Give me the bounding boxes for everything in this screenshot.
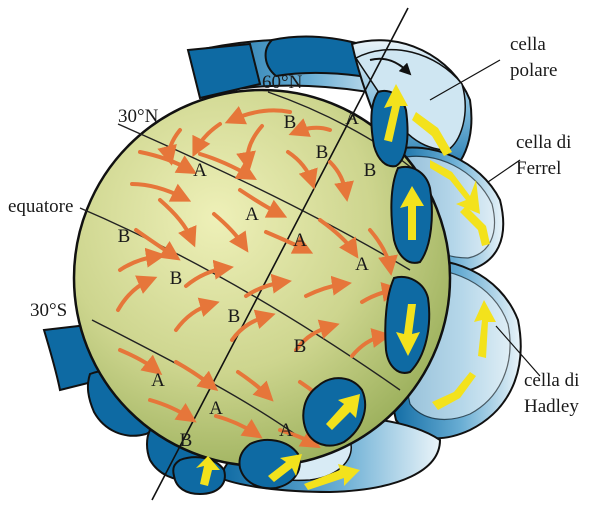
pressure-mark: B	[228, 306, 241, 327]
pressure-mark: B	[118, 226, 131, 247]
latitude-label-60n: 60°N	[262, 72, 303, 93]
pressure-mark: A	[345, 108, 359, 129]
ferrel-cell-label-line2: Ferrel	[516, 158, 561, 179]
polar-cell-label-line1: cella	[510, 34, 546, 55]
latitude-label-30s: 30°S	[30, 300, 67, 321]
pressure-mark: A	[193, 160, 207, 181]
pressure-mark: A	[245, 204, 259, 225]
pressure-mark: B	[294, 336, 307, 357]
pressure-mark: A	[151, 370, 165, 391]
hadley-cell-label-line1: cella di	[524, 370, 579, 391]
latitude-label-equator: equatore	[8, 196, 73, 217]
latitude-label-30n: 30°N	[118, 106, 159, 127]
ferrel-cell-label-line1: cella di	[516, 132, 571, 153]
pressure-mark: B	[170, 268, 183, 289]
pressure-mark: A	[209, 398, 223, 419]
pressure-mark: B	[364, 160, 377, 181]
pressure-mark: A	[293, 230, 307, 251]
pressure-mark: A	[279, 420, 293, 441]
pressure-mark: B	[284, 112, 297, 133]
polar-cell-label-line2: polare	[510, 60, 557, 81]
pressure-mark: B	[180, 430, 193, 451]
pressure-mark: B	[316, 142, 329, 163]
hadley-cell-label-line2: Hadley	[524, 396, 579, 417]
pressure-mark: A	[355, 254, 369, 275]
